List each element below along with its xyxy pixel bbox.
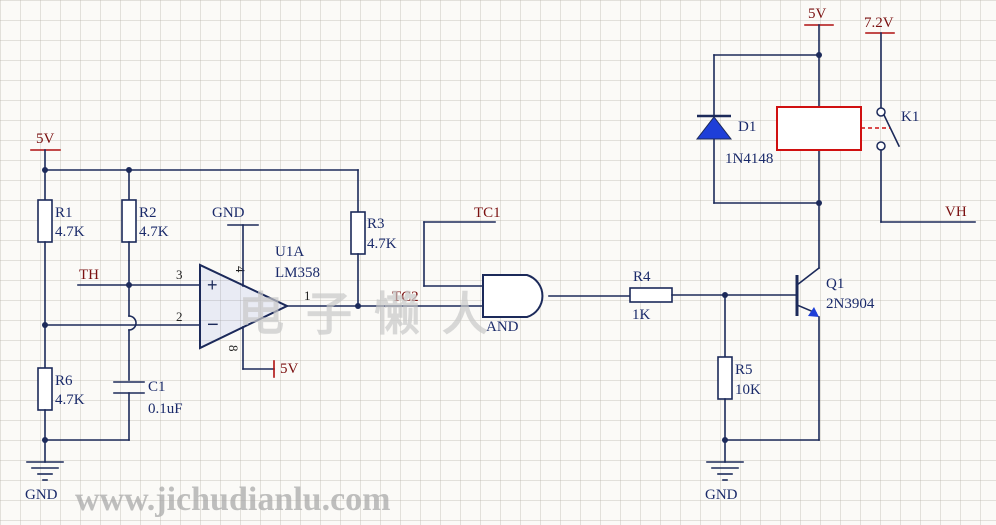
svg-text:10K: 10K [735, 382, 761, 398]
opamp-5v-port: 5V [280, 361, 299, 377]
svg-text:4: 4 [233, 266, 248, 273]
ground-symbol-right: GND [705, 461, 744, 503]
svg-text:R5: R5 [735, 362, 753, 378]
resistor-r5: R5 10K [717, 294, 820, 463]
junction-dot [42, 167, 48, 173]
net-label-tc1: TC1 [474, 205, 501, 221]
junction-dot [42, 437, 48, 443]
ground-symbol-left: GND [25, 461, 64, 503]
svg-text:1K: 1K [632, 307, 651, 323]
svg-text:电子懒人: 电子懒人 [238, 287, 510, 341]
resistor-r6: R6 4.7K [37, 367, 85, 411]
junction-dot [816, 52, 822, 58]
svg-text:5V: 5V [280, 361, 299, 377]
svg-text:4.7K: 4.7K [55, 224, 85, 240]
junction-dot [722, 437, 728, 443]
svg-text:1: 1 [304, 288, 311, 303]
svg-text:U1A: U1A [275, 244, 304, 260]
svg-text:4.7K: 4.7K [367, 236, 397, 252]
opamp-gnd-port: GND [212, 205, 259, 226]
svg-text:TH: TH [79, 267, 99, 283]
svg-text:GND: GND [25, 487, 58, 503]
svg-text:Q1: Q1 [826, 276, 844, 292]
svg-text:GND: GND [212, 205, 245, 221]
junction-dot [42, 322, 48, 328]
svg-text:0.1uF: 0.1uF [148, 401, 183, 417]
diode-d1: D1 1N4148 [695, 114, 773, 167]
net-label-th: TH [79, 267, 99, 283]
junction-dot [816, 200, 822, 206]
opamp-pins: 3 2 4 8 1 [176, 224, 311, 378]
svg-text:VH: VH [945, 204, 967, 220]
svg-text:R6: R6 [55, 373, 73, 389]
resistor-r3: R3 4.7K [350, 211, 397, 255]
svg-text:5V: 5V [808, 6, 827, 22]
resistor-r1: R1 4.7K [37, 199, 85, 243]
resistor-r2: R2 4.7K [121, 199, 169, 243]
relay-contact-k1: 7.2V K1 [861, 15, 976, 223]
capacitor-c1: C1 0.1uF [113, 379, 183, 441]
svg-text:R4: R4 [633, 269, 651, 285]
svg-text:TC1: TC1 [474, 205, 501, 221]
svg-text:4.7K: 4.7K [55, 392, 85, 408]
svg-text:GND: GND [705, 487, 738, 503]
net-label-tc2: TC2 [392, 289, 419, 305]
svg-text:2N3904: 2N3904 [826, 296, 875, 312]
left-5v-power-port: 5V [30, 131, 61, 151]
and-gate: AND [482, 274, 631, 335]
junction-dot [126, 167, 132, 173]
svg-text:3: 3 [176, 267, 183, 282]
junction-dot [126, 282, 132, 288]
svg-text:−: − [207, 314, 219, 336]
top-rail-wire [44, 149, 359, 213]
svg-text:C1: C1 [148, 379, 166, 395]
svg-text:AND: AND [486, 319, 519, 335]
svg-text:K1: K1 [901, 109, 919, 125]
svg-text:R2: R2 [139, 205, 157, 221]
svg-text:5V: 5V [36, 131, 55, 147]
svg-text:TC2: TC2 [392, 289, 419, 305]
svg-text:4.7K: 4.7K [139, 224, 169, 240]
divider-wires [44, 241, 201, 381]
bottom-left-wires [44, 409, 130, 463]
svg-text:+: + [207, 275, 218, 295]
junction-dot [355, 303, 361, 309]
resistor-r4: R4 1K [629, 269, 798, 323]
watermark-chinese: 电子懒人 [238, 287, 510, 341]
opamp-output-wire [286, 221, 496, 307]
watermark-url: www.jichudianlu.com [75, 481, 391, 518]
svg-text:www.jichudianlu.com: www.jichudianlu.com [75, 481, 391, 518]
svg-text:R3: R3 [367, 216, 385, 232]
svg-text:LM358: LM358 [275, 265, 320, 281]
svg-text:8: 8 [226, 345, 241, 352]
svg-text:1N4148: 1N4148 [725, 151, 773, 167]
top-5v-power-port: 5V [713, 6, 834, 204]
net-label-vh: VH [945, 204, 967, 220]
svg-text:2: 2 [176, 309, 183, 324]
transistor-q1: Q1 2N3904 [795, 202, 875, 441]
svg-text:7.2V: 7.2V [864, 15, 894, 31]
svg-text:D1: D1 [738, 119, 756, 135]
svg-text:R1: R1 [55, 205, 73, 221]
relay-coil [776, 106, 862, 151]
